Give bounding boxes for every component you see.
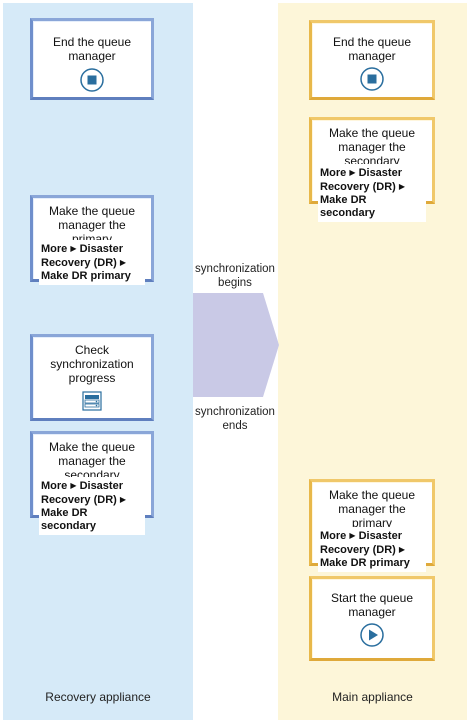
menu-path: More ▶ Disaster Recovery (DR) ▶ Make DR … [318,164,426,222]
right-end-queue-manager-box: End the queue manager [309,20,435,100]
play-icon [360,623,384,650]
right-make-primary-box: Make the queue manager the primary More … [309,479,435,572]
caret-right-icon: ▶ [119,495,127,504]
menu-path: More ▶ Disaster Recovery (DR) ▶ Make DR … [39,240,145,285]
box-title: Check synchronization progress [50,343,134,385]
box-title: Make the queue manager the secondary [48,440,136,482]
menu-step: Disaster Recovery (DR) [41,480,123,506]
caret-right-icon: ▶ [398,182,406,191]
caret-right-icon: ▶ [70,481,77,490]
box-title: Make the queue manager the primary [328,488,416,530]
caret-right-icon: ▶ [349,168,356,177]
left-make-primary-box: Make the queue manager the primary More … [30,195,154,285]
menu-step: Make DR primary [41,270,131,282]
menu-step: Make DR secondary [41,507,97,532]
menu-step: More [320,530,347,542]
lane-label-recovery: Recovery appliance [45,690,151,704]
menu-step: Disaster Recovery (DR) [41,243,123,269]
menu-step: More [41,480,68,492]
stop-icon [360,67,384,94]
menu-step: Make DR secondary [320,194,376,219]
sync-begins-label: synchronization begins [195,263,275,289]
box-title: End the queue manager [52,35,132,63]
menu-path: More ▶ Disaster Recovery (DR) ▶ Make DR … [318,527,426,572]
caret-right-icon: ▶ [119,258,127,267]
caret-right-icon: ▶ [398,545,406,554]
menu-step: Make DR primary [320,557,410,569]
left-end-queue-manager-box: End the queue manager [30,18,154,100]
lane-label-main: Main appliance [332,690,413,704]
box-title: Make the queue manager the primary [48,204,136,246]
caret-right-icon: ▶ [70,244,77,253]
sync-ends-label: synchronization ends [195,406,275,432]
stop-icon [80,68,104,95]
menu-step: Disaster Recovery (DR) [320,167,402,193]
synchronization-arrow [193,293,279,397]
right-start-queue-manager-box: Start the queue manager [309,576,435,661]
menu-step: Disaster Recovery (DR) [320,530,402,556]
menu-path: More ▶ Disaster Recovery (DR) ▶ Make DR … [39,477,145,535]
caret-right-icon: ▶ [349,531,356,540]
box-title: Start the queue manager [330,591,414,619]
box-title: Make the queue manager the secondary [328,126,416,168]
left-check-sync-box: Check synchronization progress [30,334,154,421]
server-status-icon [82,391,102,414]
box-title: End the queue manager [332,35,412,63]
menu-step: More [320,167,347,179]
menu-step: More [41,243,68,255]
left-make-secondary-box: Make the queue manager the secondary Mor… [30,431,154,535]
right-make-secondary-box: Make the queue manager the secondary Mor… [309,117,435,222]
